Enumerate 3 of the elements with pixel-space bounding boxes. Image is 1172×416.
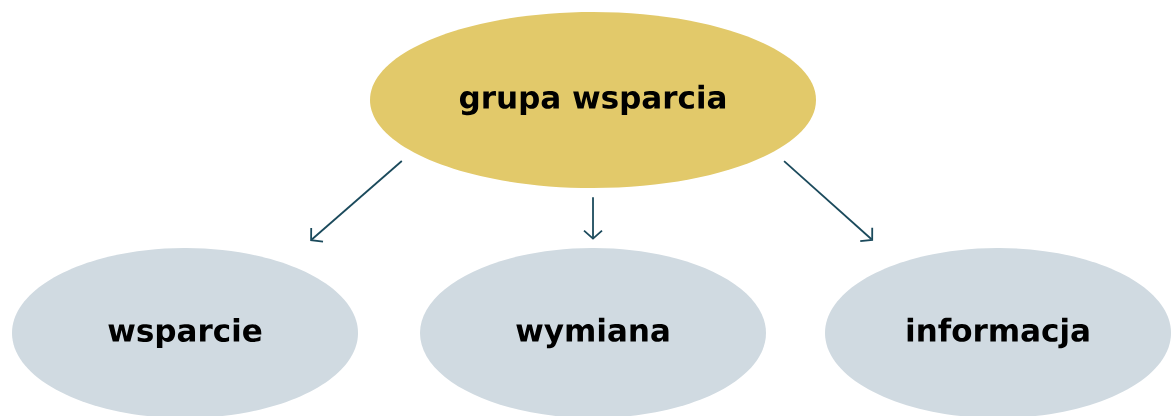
arrow <box>310 160 403 243</box>
arrow <box>583 196 603 240</box>
arrow <box>783 160 874 243</box>
